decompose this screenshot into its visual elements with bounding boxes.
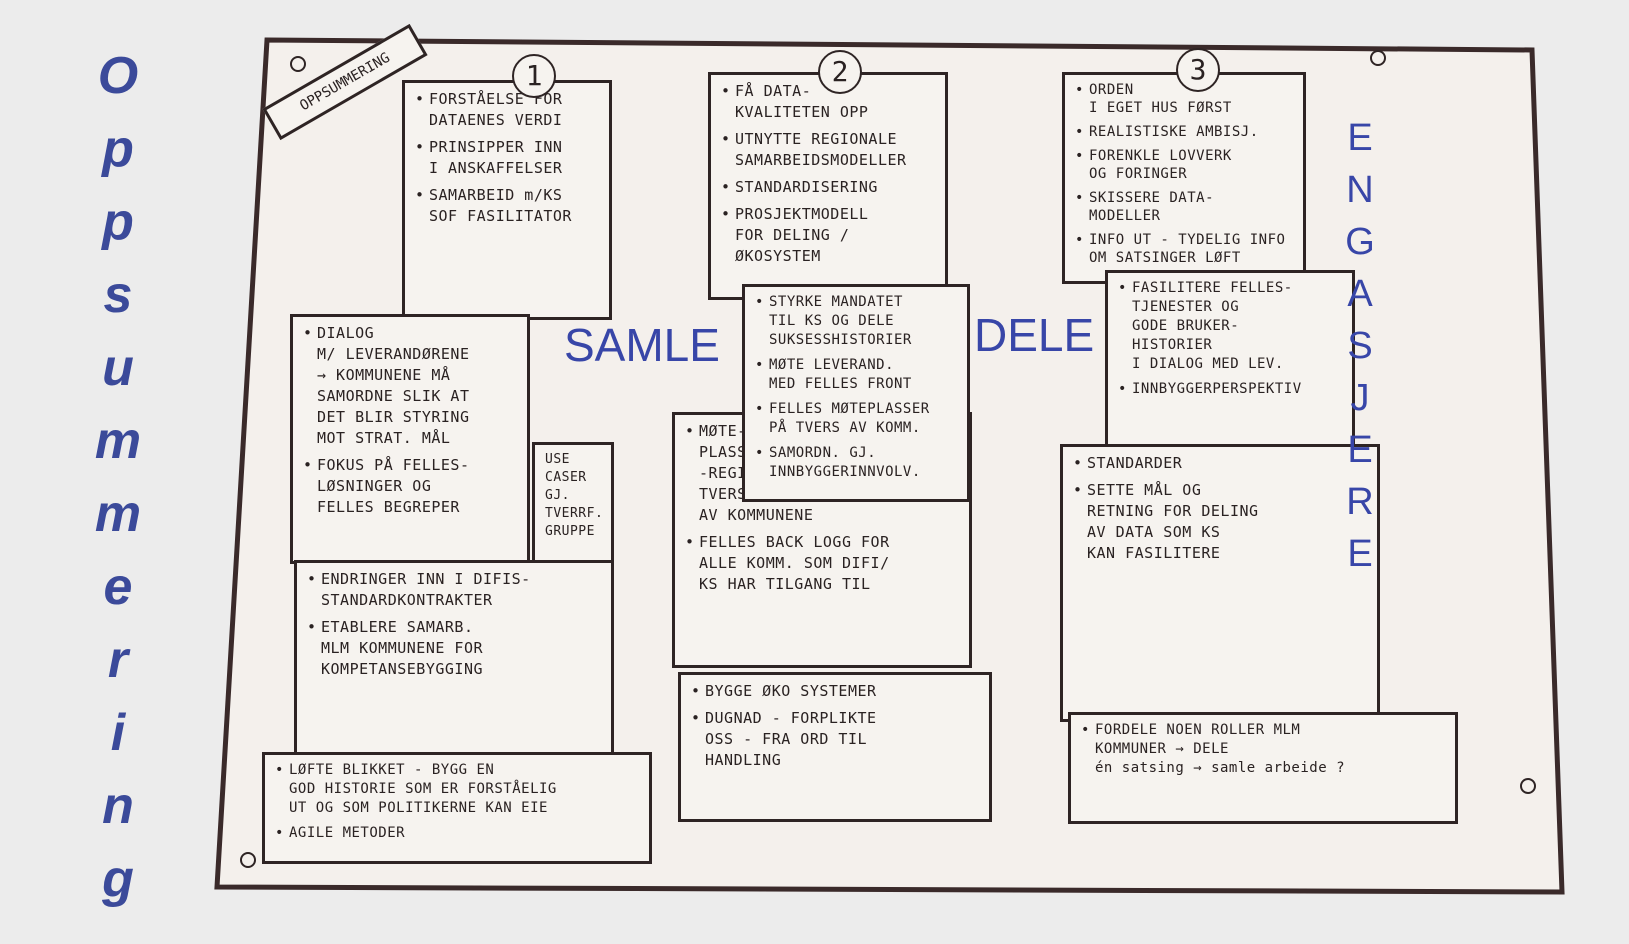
note-bullet-item: FELLES BACK LOGG FOR ALLE KOMM. SOM DIFI… (685, 532, 959, 595)
engasjere-letter: E (1347, 533, 1373, 575)
engasjere-letter: S (1347, 325, 1373, 367)
engasjere-letter: E (1347, 429, 1373, 471)
note-bullet-item: FASILITERE FELLES- TJENESTER OG GODE BRU… (1118, 279, 1342, 374)
note-bullet-item: STANDARDER (1073, 453, 1367, 474)
note-bullet-item: SAMARBEID m/KS SOF FASILITATOR (415, 185, 599, 227)
engasjere-letter: E (1347, 117, 1373, 159)
side-title-letter: s (103, 266, 133, 324)
note-bullet-item: AGILE METODER (275, 824, 639, 843)
side-title-letter: i (110, 704, 126, 762)
side-title-letter: m (94, 485, 142, 543)
note-bullet-item: INNBYGGERPERSPEKTIV (1118, 380, 1342, 399)
whiteboard-sheet: OPPSUMMERING FORSTÅELSE FOR DATAENES VER… (212, 23, 1607, 920)
usecase-text: USE CASER GJ. TVERRF. GRUPPE (545, 452, 604, 539)
sheet-hole (290, 56, 306, 72)
note-bullet-item: STYRKE MANDATET TIL KS OG DELE SUKSESSHI… (755, 293, 957, 350)
note-bullet-item: FELLES MØTEPLASSER PÅ TVERS AV KOMM. (755, 400, 957, 438)
label-dele: DELE (974, 309, 1095, 361)
engasjere-letter: A (1347, 273, 1373, 315)
note-bullet-item: LØFTE BLIKKET - BYGG EN GOD HISTORIE SOM… (275, 761, 639, 818)
label-samle: SAMLE (564, 319, 720, 371)
note-bullet-item: SAMORDN. GJ. INNBYGGERINNVOLV. (755, 444, 957, 482)
note-col1-top: FORSTÅELSE FOR DATAENES VERDI PRINSIPPER … (402, 80, 612, 320)
note-col3-lower: STANDARDER SETTE MÅL OG RETNING FOR DELIN… (1060, 444, 1380, 722)
side-title-letter: u (102, 339, 134, 397)
note-bullet-item: DIALOG M/ LEVERANDØRENE → KOMMUNENE MÅ S… (303, 323, 517, 449)
note-bullet-item: ETABLERE SAMARB. MLM KOMMUNENE FOR KOMPE… (307, 617, 601, 680)
note-bullet-item: SETTE MÅL OG RETNING FOR DELING AV DATA … (1073, 480, 1367, 564)
note-bullet-item: INFO UT - TYDELIG INFO OM SATSINGER LØFT (1075, 231, 1293, 267)
side-title-letter: g (102, 850, 134, 908)
note-col1-bottom: LØFTE BLIKKET - BYGG EN GOD HISTORIE SOM… (262, 752, 652, 864)
note-bullet-item: PRINSIPPER INN I ANSKAFFELSER (415, 137, 599, 179)
note-bullet-item: FÅ DATA- KVALITETEN OPP (721, 81, 935, 123)
note-bullet-item: BYGGE ØKO SYSTEMER (691, 681, 979, 702)
note-bullet-item: SKISSERE DATA- MODELLER (1075, 189, 1293, 225)
engasjere-letter: N (1346, 169, 1374, 211)
sheet-hole (1520, 778, 1536, 794)
side-title-letter: n (102, 777, 134, 835)
engasjere-letter: R (1346, 481, 1374, 523)
sheet-hole (1370, 50, 1386, 66)
side-title-letter: p (102, 120, 134, 178)
engasjere-letter: G (1345, 221, 1375, 263)
note-bullet-item: UTNYTTE REGIONALE SAMARBEIDSMODELLER (721, 129, 935, 171)
note-bullet-item: FORENKLE LOVVERK OG FORINGER (1075, 147, 1293, 183)
note-bullet-item: ENDRINGER INN I DIFIS- STANDARDKONTRAKTE… (307, 569, 601, 611)
side-title-letter: m (94, 412, 142, 470)
note-bullet-item: STANDARDISERING (721, 177, 935, 198)
note-col3-bottom: FORDELE NOEN ROLLER MLM KOMMUNER → DELE … (1068, 712, 1458, 824)
note-bullet-item: REALISTISKE AMBISJ. (1075, 123, 1293, 141)
side-title-letter: e (103, 558, 133, 616)
note-col1-lower: ENDRINGER INN I DIFIS- STANDARDKONTRAKTE… (294, 560, 614, 760)
column-number-1: 1 (512, 54, 556, 98)
note-bullet-item: DUGNAD - FORPLIKTE OSS - FRA ORD TIL HAN… (691, 708, 979, 771)
sheet-hole (240, 852, 256, 868)
note-col1-mid: DIALOG M/ LEVERANDØRENE → KOMMUNENE MÅ S… (290, 314, 530, 564)
note-bullet-item: MØTE LEVERAND. MED FELLES FRONT (755, 356, 957, 394)
note-bullet-item: PROSJEKTMODELL FOR DELING / ØKOSYSTEM (721, 204, 935, 267)
note-col2-mid: STYRKE MANDATET TIL KS OG DELE SUKSESSHI… (742, 284, 970, 502)
note-col2-bottom: BYGGE ØKO SYSTEMER DUGNAD - FORPLIKTE OSS… (678, 672, 992, 822)
note-bullet-item: FORSTÅELSE FOR DATAENES VERDI (415, 89, 599, 131)
column-number-3: 3 (1176, 48, 1220, 92)
note-bullet-item: FORDELE NOEN ROLLER MLM KOMMUNER → DELE … (1081, 721, 1445, 778)
side-title-letter: p (102, 193, 134, 251)
side-title-letter: O (97, 47, 139, 105)
engasjere-letter: J (1350, 377, 1370, 419)
column-number-2: 2 (818, 50, 862, 94)
side-title-letter: r (107, 631, 129, 689)
note-col3-top: ORDEN I EGET HUS FØRST REALISTISKE AMBISJ… (1062, 72, 1306, 284)
note-col2-top: FÅ DATA- KVALITETEN OPP UTNYTTE REGIONALE… (708, 72, 948, 300)
note-bullet-item: ORDEN I EGET HUS FØRST (1075, 81, 1293, 117)
note-col3-mid: FASILITERE FELLES- TJENESTER OG GODE BRU… (1105, 270, 1355, 464)
note-bullet-item: FOKUS PÅ FELLES- LØSNINGER OG FELLES BEG… (303, 455, 517, 518)
